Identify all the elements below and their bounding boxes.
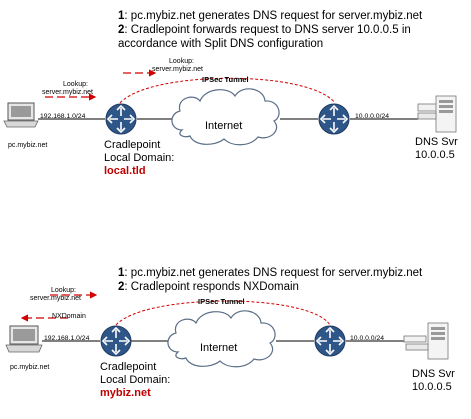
scenario1-step1-number: 1 — [118, 10, 125, 22]
scenario2-remote-router-icon — [314, 325, 346, 357]
scenario2-router-name: Cradlepoint — [100, 361, 157, 373]
scenario2-lookup: Lookup: server.mybiz.net — [30, 287, 81, 304]
scenario1-top-lookup: Lookup: server.mybiz.net — [152, 58, 203, 75]
scenario2-lookup-line2: server.mybiz.net — [30, 295, 81, 303]
scenario1-dns-server-icon — [417, 95, 457, 133]
scenario1-pc-label: pc.mybiz.net — [8, 142, 48, 149]
scenario2-internet-cloud — [167, 310, 276, 368]
scenario1-router-name: Cradlepoint — [104, 139, 161, 151]
scenario2-step2-number: 2 — [118, 281, 125, 293]
scenario2-step1: 1: pc.mybiz.net generates DNS request fo… — [118, 267, 422, 280]
scenario1-remote-router-icon — [318, 103, 350, 135]
scenario1-tunnel-label: IPSec Tunnel — [202, 75, 249, 84]
scenario1-dns-server-ip: 10.0.0.5 — [415, 149, 455, 161]
scenario2-pc-label: pc.mybiz.net — [10, 364, 50, 371]
scenario1-step1-text: : pc.mybiz.net generates DNS request for… — [124, 10, 423, 22]
scenario1-step2-number: 2 — [118, 24, 125, 36]
scenario1-step1: 1: pc.mybiz.net generates DNS request fo… — [118, 10, 422, 23]
scenario2-step1-text: : pc.mybiz.net generates DNS request for… — [124, 267, 423, 279]
scenario1-top-lookup-line2: server.mybiz.net — [152, 66, 203, 74]
scenario2-tunnel-label: IPSec Tunnel — [198, 297, 245, 306]
scenario1-laptop-icon — [3, 102, 39, 128]
scenario2-lan-subnet: 192.168.1.0/24 — [44, 335, 90, 342]
scenario1-ipsec-tunnel — [119, 77, 336, 104]
scenario2-nxdomain-label: NXDomain — [52, 313, 86, 320]
scenario2-step2-text: : Cradlepoint responds NXDomain — [124, 281, 299, 293]
scenario1-router-icon — [105, 103, 137, 135]
scenario1-step2-text: : Cradlepoint forwards request to DNS se… — [124, 24, 411, 36]
scenario2-dns-server-name: DNS Svr — [412, 368, 455, 380]
scenario2-step2: 2: Cradlepoint responds NXDomain — [118, 281, 299, 294]
scenario1-left-lookup-line1: Lookup: — [63, 81, 88, 88]
scenario1-left-lookup: Lookup: server.mybiz.net — [42, 81, 93, 98]
scenario1-wan-subnet: 10.0.0.0/24 — [355, 113, 390, 120]
scenario1-dns-server-name: DNS Svr — [415, 136, 458, 148]
scenario2-local-domain-value: mybiz.net — [100, 387, 151, 399]
scenario2-dns-server-icon — [403, 322, 449, 360]
scenario2-router-icon — [100, 325, 132, 357]
scenario1-step2: 2: Cradlepoint forwards request to DNS s… — [118, 24, 411, 37]
scenario2-step1-number: 1 — [118, 267, 125, 279]
scenario2-wan-subnet: 10.0.0.0/24 — [350, 335, 385, 342]
scenario1-internet-label: Internet — [205, 120, 243, 132]
scenario1-step2-continued: accordance with Split DNS configuration — [118, 38, 324, 50]
scenario1-internet-cloud — [171, 88, 280, 146]
scenario1-left-lookup-line2: server.mybiz.net — [42, 89, 93, 97]
scenario2-internet-label: Internet — [200, 342, 238, 354]
scenario2-router-local-domain-label: Local Domain: — [100, 374, 171, 386]
scenario2-laptop-icon — [5, 325, 43, 353]
scenario1-local-domain-value: local.tld — [104, 165, 146, 177]
scenario2-dns-server-ip: 10.0.0.5 — [412, 381, 452, 393]
scenario2-ipsec-tunnel — [115, 300, 331, 326]
scenario1-lan-subnet: 192.168.1.0/24 — [40, 113, 86, 120]
scenario2-lookup-line1: Lookup: — [51, 287, 76, 294]
scenario1-router-local-domain-label: Local Domain: — [104, 152, 175, 164]
scenario1-top-lookup-line1: Lookup: — [169, 58, 194, 65]
